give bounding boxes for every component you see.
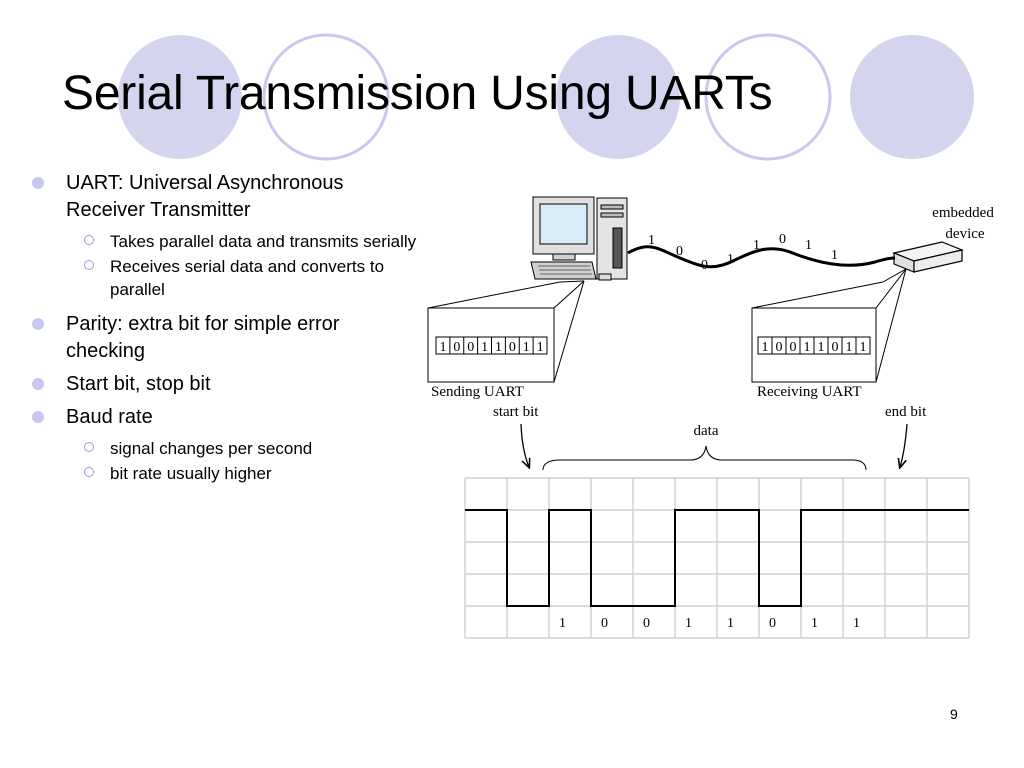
waveform-bit: 1 bbox=[559, 616, 566, 631]
sending-uart-label: Sending UART bbox=[431, 384, 524, 400]
embedded-device-label-1: embedded bbox=[932, 205, 994, 221]
sub-bullet-transmit: Takes parallel data and transmits serial… bbox=[28, 230, 418, 253]
waveform-bit: 0 bbox=[643, 616, 650, 631]
register-bit: 0 bbox=[453, 340, 460, 355]
bullet-uart: UART: Universal Asynchronous Receiver Tr… bbox=[28, 170, 418, 224]
register-bit: 1 bbox=[495, 340, 502, 355]
receiving-uart bbox=[751, 268, 907, 383]
register-bit: 1 bbox=[846, 340, 853, 355]
waveform-bit: 1 bbox=[685, 616, 692, 631]
waveform-bit: 1 bbox=[811, 616, 818, 631]
bullet-start-stop: Start bit, stop bit bbox=[28, 371, 418, 398]
wire-bit: 1 bbox=[727, 252, 734, 267]
serial-cable bbox=[627, 245, 896, 269]
title-decoration bbox=[118, 33, 974, 161]
deco-circle-4 bbox=[704, 33, 832, 161]
deco-circle-3 bbox=[556, 35, 680, 159]
slide-number: 9 bbox=[950, 706, 958, 722]
waveform-grid bbox=[464, 477, 970, 639]
data-brace bbox=[542, 445, 867, 471]
start-bit-label: start bit bbox=[493, 404, 539, 420]
wire-bit: 1 bbox=[753, 238, 760, 253]
bullet-parity: Parity: extra bit for simple error check… bbox=[28, 311, 418, 365]
waveform-bit: 1 bbox=[853, 616, 860, 631]
bullet-list: UART: Universal Asynchronous Receiver Tr… bbox=[28, 170, 418, 487]
embedded-device-label-2: device bbox=[945, 226, 984, 242]
sub-bullet-bit-rate: bit rate usually higher bbox=[28, 462, 418, 485]
sending-uart bbox=[427, 280, 585, 383]
register-bit: 1 bbox=[439, 340, 446, 355]
register-bit: 0 bbox=[832, 340, 839, 355]
wire-bit: 1 bbox=[831, 248, 838, 263]
register-bit: 0 bbox=[776, 340, 783, 355]
wire-bit: 0 bbox=[779, 232, 786, 247]
register-bit: 1 bbox=[481, 340, 488, 355]
deco-circle-2 bbox=[262, 33, 390, 161]
embedded-device-icon bbox=[891, 241, 965, 273]
sub-bullet-signal-changes: signal changes per second bbox=[28, 437, 418, 460]
wire-bit: 0 bbox=[676, 244, 683, 259]
sub-bullet-receive: Receives serial data and converts to par… bbox=[28, 255, 418, 301]
register-bit: 0 bbox=[467, 340, 474, 355]
end-bit-arrow bbox=[900, 423, 908, 467]
register-bit: 1 bbox=[860, 340, 867, 355]
waveform-bit: 0 bbox=[769, 616, 776, 631]
computer-icon bbox=[530, 196, 628, 281]
wire-bits: 1 0 0 1 1 0 1 1 bbox=[648, 232, 838, 273]
register-bit: 1 bbox=[537, 340, 544, 355]
slide-title: Serial Transmission Using UARTs bbox=[62, 67, 773, 120]
deco-circle-5 bbox=[850, 35, 974, 159]
register-bit: 1 bbox=[762, 340, 769, 355]
register-bit: 1 bbox=[804, 340, 811, 355]
wire-bit: 1 bbox=[648, 233, 655, 248]
waveform-bit: 1 bbox=[727, 616, 734, 631]
wire-bit: 1 bbox=[805, 238, 812, 253]
start-bit-arrow bbox=[520, 423, 529, 467]
register-bit: 0 bbox=[790, 340, 797, 355]
waveform-signal bbox=[465, 509, 969, 607]
register-bit: 0 bbox=[509, 340, 516, 355]
deco-circle-1 bbox=[118, 35, 242, 159]
bullet-baud: Baud rate bbox=[28, 404, 418, 431]
register-bit: 1 bbox=[818, 340, 825, 355]
receiving-uart-label: Receiving UART bbox=[757, 384, 862, 400]
waveform-bit-labels: 1 0 0 1 1 0 1 1 bbox=[559, 616, 860, 631]
waveform-bit: 0 bbox=[601, 616, 608, 631]
register-bit: 1 bbox=[523, 340, 530, 355]
end-bit-label: end bit bbox=[885, 404, 927, 420]
data-label: data bbox=[694, 423, 719, 439]
wire-bit: 0 bbox=[701, 258, 708, 273]
